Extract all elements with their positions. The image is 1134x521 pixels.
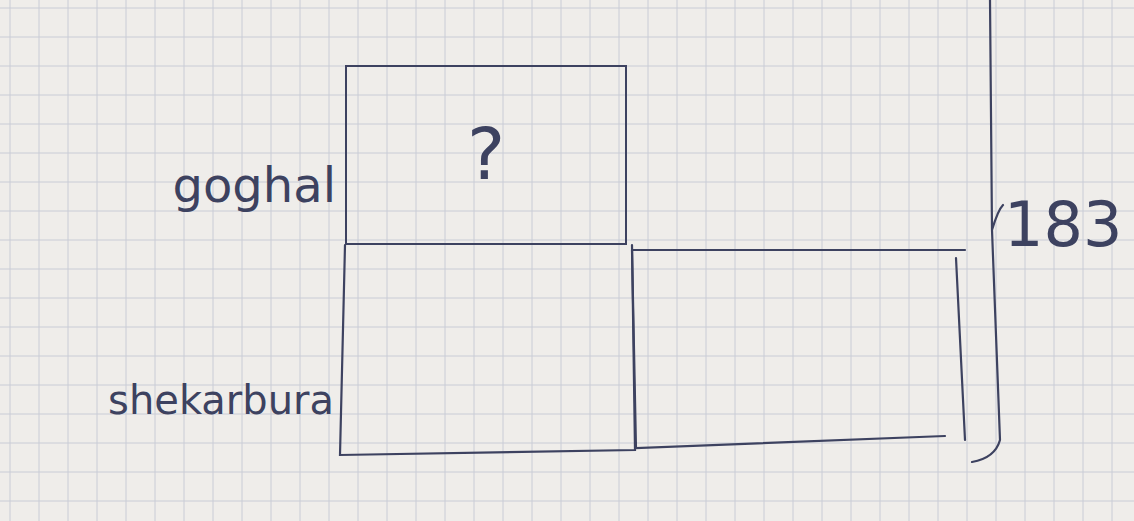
- question-box: ?: [345, 65, 627, 245]
- right-box: [632, 250, 965, 448]
- lower-left-box: [340, 245, 635, 455]
- dimension-number: 183: [1004, 191, 1122, 259]
- row-label: shekarbura: [108, 378, 334, 422]
- box-text: ?: [467, 115, 505, 194]
- row-label: goghal: [173, 159, 336, 212]
- dimension-bracket: [972, 0, 1003, 462]
